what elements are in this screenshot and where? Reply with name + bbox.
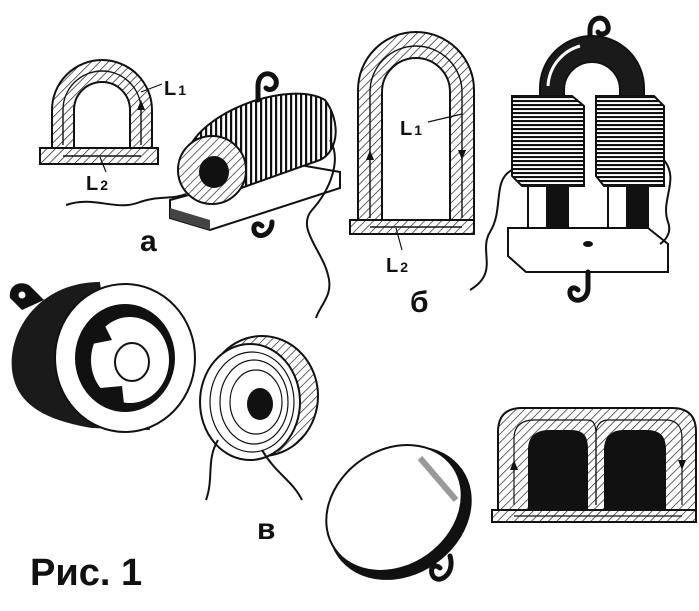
yoke-highlight-b [546,44,581,87]
bobbin-coil-ring1-v [209,351,295,453]
cover-disc-shine-v [417,456,459,502]
flux-arrow-left-v [510,460,518,470]
pot-section-body-v [497,407,697,511]
coil-left-b [511,95,585,187]
label-b: б [410,286,429,319]
pot-core-slot-bottom-v [100,386,124,404]
l1-leader-a [140,83,163,93]
diagram-v-bobbin-coil: в [199,335,319,546]
mounting-lug-v [9,283,45,310]
armature-hole-b [583,241,593,247]
flux-line-right-v [595,419,683,505]
cover-disc-face-v [325,444,463,572]
bobbin-coil-ring3-v [229,369,283,435]
cover-hook-v [429,553,454,582]
suspension-hook-top-b [587,15,611,48]
suspension-hook-top-a [255,71,279,103]
flux-arrow-a [137,100,145,110]
label-a: а [140,225,157,258]
diagram-a-toroid-coil: а [65,71,341,319]
pot-section-cavity-left-v [528,430,588,510]
flux-arrow-right-v [678,460,686,470]
label-v: в [257,513,275,546]
coil-right-b [595,95,665,187]
pot-core-slot-left-v [92,324,112,344]
lead-wire-left-b [469,169,513,291]
diagram-v-section [491,407,697,523]
diagram-b-electromagnet: б [410,15,672,319]
pot-section-cavity-right-v [604,430,666,510]
l2-leader-a [99,156,107,173]
armature-plate-b [507,227,669,273]
l1-leader-b [427,113,463,123]
flux-arrow-b-left [366,150,374,160]
mounting-lug-hole-v [18,291,26,299]
diagram-v-cover [325,444,472,582]
bracket-base-front-a [170,208,210,230]
bobbin-lead-wire-left-v [205,439,219,501]
bobbin-coil-ring2-v [219,359,289,445]
diagram-v-pot-core [9,282,196,433]
suspension-hook-bottom-a [251,219,275,239]
lead-wire-left-a [65,193,187,207]
toroid-hole-a [199,156,229,188]
lead-wire-right-b [659,159,672,245]
horseshoe-core-a [51,59,153,149]
l2-leader-b [395,227,403,251]
lead-wire-right-a [305,139,336,319]
flux-line-l1-a [62,70,142,145]
flux-line-left-v [513,419,597,505]
suspension-hook-bottom-b [567,269,591,303]
pot-core-center-post-v [114,342,150,382]
bobbin-coil-hole-v [247,388,273,420]
flux-arrow-b-right [458,150,466,160]
figure-caption: Рис. 1 [30,552,142,594]
bobbin-lead-wire-right-v [261,449,303,501]
flux-line-l1-b [369,45,463,218]
